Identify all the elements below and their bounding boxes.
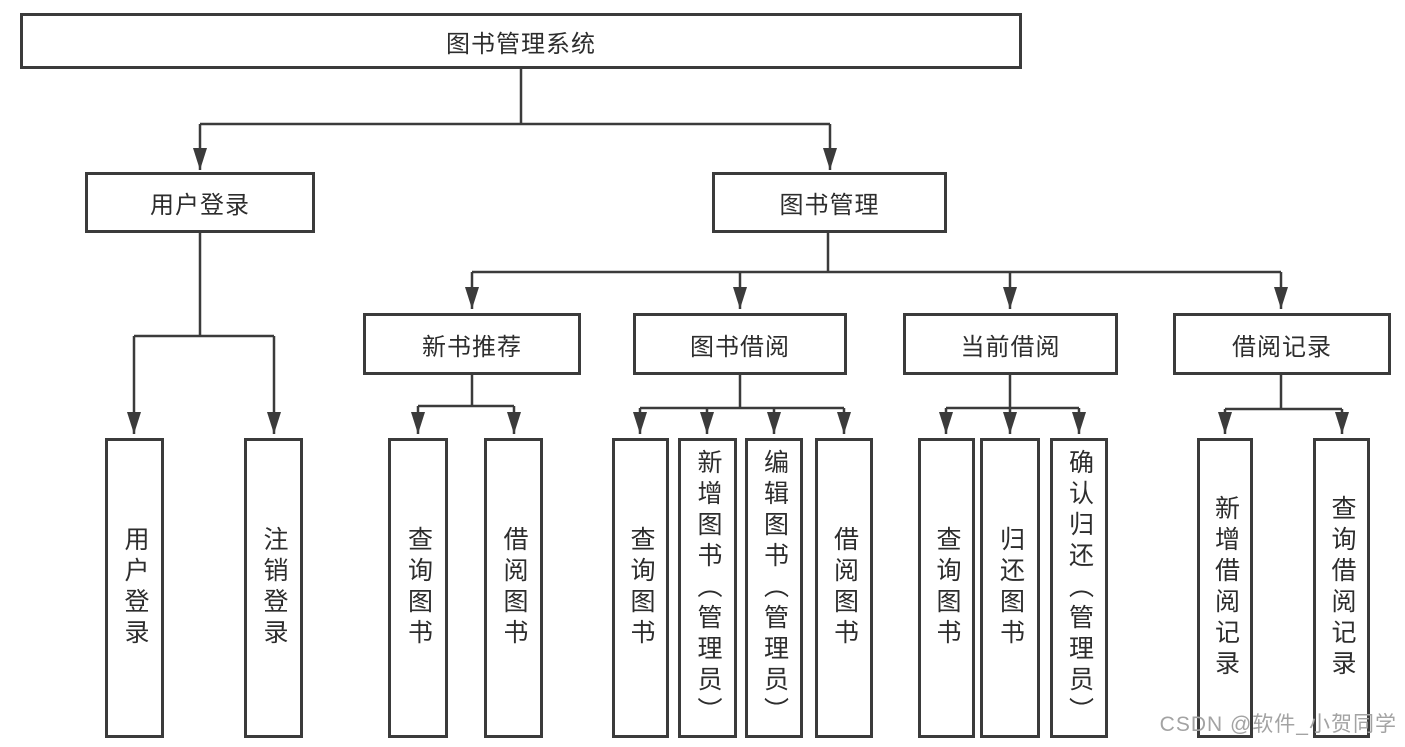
leaf-add-borrow-record-label: 新增借阅记录 <box>1211 495 1240 681</box>
leaf-query-borrow-record-label: 查询借阅记录 <box>1328 495 1356 681</box>
leaf-return-books-label: 归还图书 <box>996 526 1025 650</box>
connector-borrowing-spine <box>640 375 844 410</box>
leaf-borrowing-query-books: 查询图书 <box>612 438 669 738</box>
leaf-current-query-books: 查询图书 <box>918 438 975 738</box>
leaf-borrow-books-label: 借阅图书 <box>830 526 859 650</box>
node-current-borrowing: 当前借阅 <box>903 313 1118 375</box>
node-root-system: 图书管理系统 <box>20 13 1022 69</box>
leaf-add-books-admin: 新增图书（管理员） <box>678 438 737 738</box>
leaf-newbook-borrow-books: 借阅图书 <box>484 438 543 738</box>
leaf-user-login: 用户登录 <box>105 438 164 738</box>
leaf-add-borrow-record: 新增借阅记录 <box>1197 438 1253 738</box>
connector-newbook-spine <box>418 375 514 408</box>
csdn-watermark: CSDN @软件_小贺同学 <box>1159 713 1397 736</box>
node-book-management-label: 图书管理 <box>779 192 880 219</box>
leaf-current-query-books-label: 查询图书 <box>933 526 961 650</box>
leaf-newbook-borrow-books-label: 借阅图书 <box>500 526 528 650</box>
connector-root-spine <box>200 68 830 126</box>
node-book-borrowing-label: 图书借阅 <box>690 333 790 361</box>
leaf-return-books: 归还图书 <box>980 438 1040 738</box>
connector-current-spine <box>946 375 1079 410</box>
node-borrowing-records: 借阅记录 <box>1173 313 1391 375</box>
node-user-login-label: 用户登录 <box>150 192 250 219</box>
leaf-newbook-query-books: 查询图书 <box>388 438 448 738</box>
connector-mgmt-spine <box>472 233 1281 274</box>
leaf-edit-books-admin-label: 编辑图书（管理员） <box>760 448 789 728</box>
node-user-login: 用户登录 <box>85 172 315 233</box>
node-book-borrowing: 图书借阅 <box>633 313 847 375</box>
leaf-logout: 注销登录 <box>244 438 303 738</box>
connector-user-spine <box>134 233 274 338</box>
leaf-add-books-admin-label: 新增图书（管理员） <box>694 448 722 728</box>
node-book-management: 图书管理 <box>712 172 947 233</box>
node-current-borrowing-label: 当前借阅 <box>960 333 1061 361</box>
node-root-system-label: 图书管理系统 <box>446 30 596 58</box>
node-borrowing-records-label: 借阅记录 <box>1232 333 1332 361</box>
leaf-query-borrow-record: 查询借阅记录 <box>1313 438 1370 738</box>
leaf-borrowing-query-books-label: 查询图书 <box>627 526 655 650</box>
leaf-logout-label: 注销登录 <box>260 526 288 650</box>
leaf-confirm-return-admin-label: 确认归还（管理员） <box>1065 448 1094 728</box>
leaf-user-login-label: 用户登录 <box>121 526 149 650</box>
leaf-borrow-books: 借阅图书 <box>815 438 873 738</box>
leaf-newbook-query-books-label: 查询图书 <box>404 526 433 650</box>
node-new-book-recommend-label: 新书推荐 <box>422 333 522 361</box>
node-new-book-recommend: 新书推荐 <box>363 313 581 375</box>
connector-records-spine <box>1225 375 1342 411</box>
leaf-confirm-return-admin: 确认归还（管理员） <box>1050 438 1108 738</box>
leaf-edit-books-admin: 编辑图书（管理员） <box>745 438 803 738</box>
